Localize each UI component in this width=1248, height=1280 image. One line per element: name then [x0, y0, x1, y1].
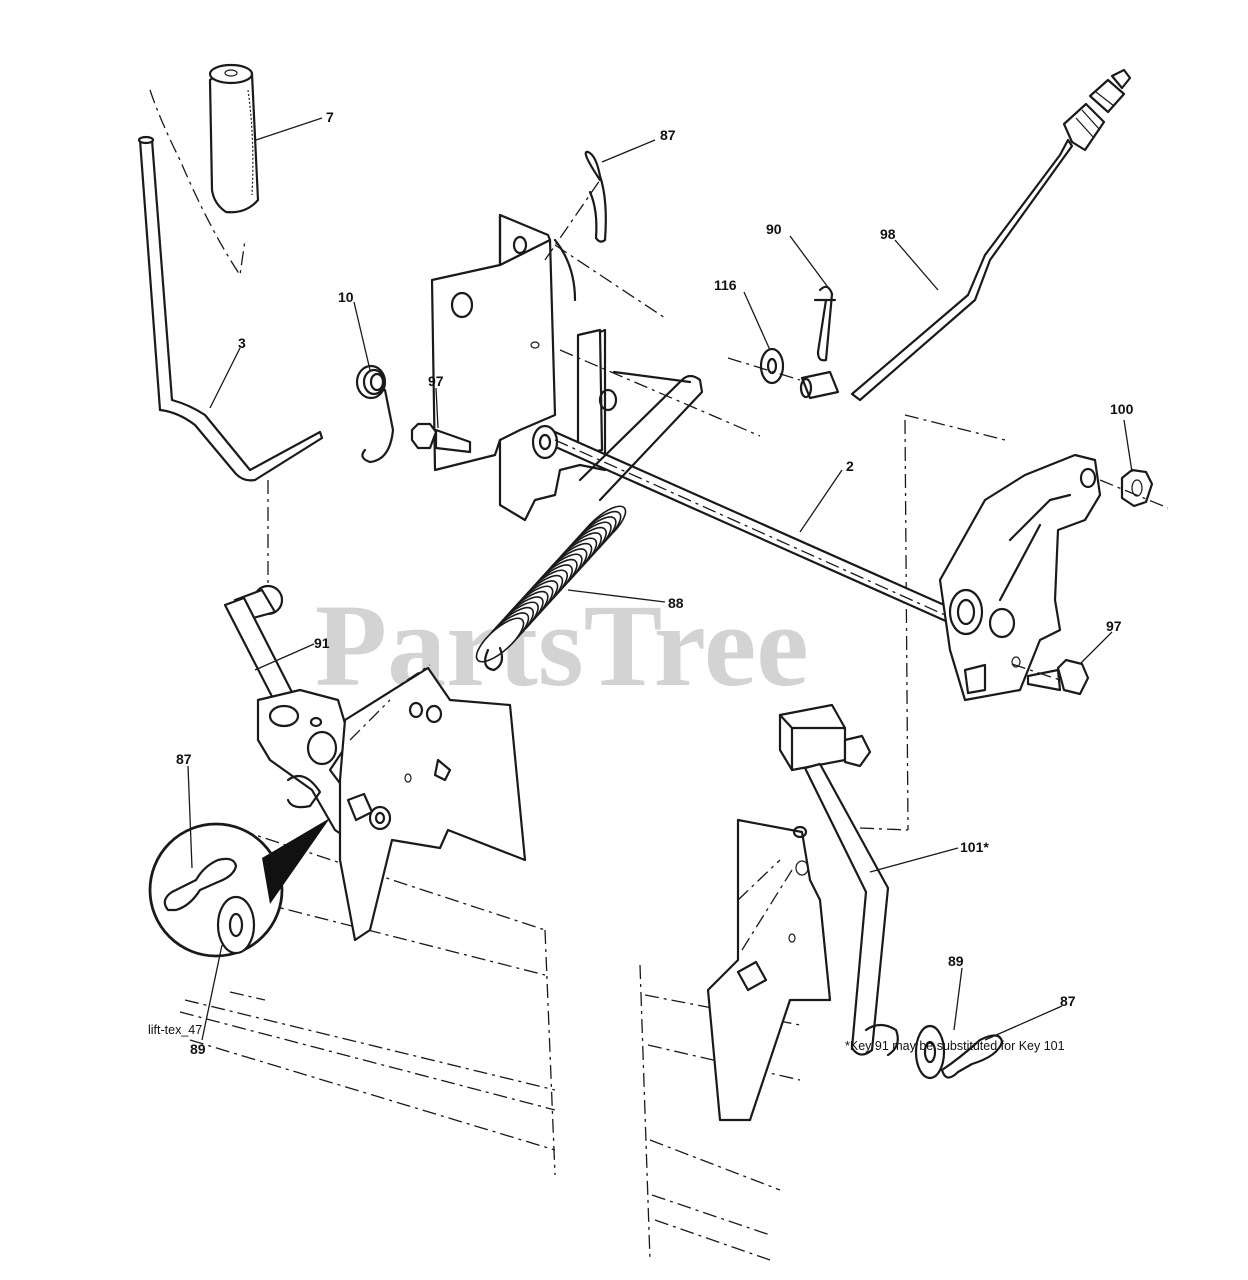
part-91-lift-arm: [223, 584, 362, 842]
part-87-clip-right: [940, 1034, 1004, 1079]
rod-collar: [799, 370, 840, 400]
callout-87-right: 87: [1060, 993, 1076, 1009]
callout-97-upper: 97: [428, 373, 444, 389]
deck-outline: [179, 414, 1006, 1261]
callout-89-detail: 89: [190, 1041, 206, 1057]
part-10-spring: [355, 364, 395, 464]
part-88-extension-spring: [475, 505, 627, 672]
part-87-clip-top: [584, 150, 607, 243]
callout-88: 88: [668, 595, 684, 611]
callout-100: 100: [1110, 401, 1134, 417]
detail-circle: [148, 818, 330, 958]
part-116-washer: [759, 347, 785, 385]
part-3-lift-lever: [137, 135, 324, 482]
deck-plate-left: [286, 664, 527, 942]
callout-87-detail: 87: [176, 751, 192, 767]
leader-lines: [187, 117, 1133, 1041]
callout-101: 101*: [960, 839, 989, 855]
pivot-bracket-right: [938, 453, 1102, 702]
part-89-washer: [914, 1024, 946, 1080]
mounting-bracket: [430, 213, 618, 522]
callout-90: 90: [766, 221, 782, 237]
part-97-bolt-upper: [410, 422, 472, 454]
part-7-handle-grip: [208, 63, 260, 214]
spring-hook: [483, 646, 504, 672]
callout-97-lower: 97: [1106, 618, 1122, 634]
callout-91: 91: [314, 635, 330, 651]
callout-98: 98: [880, 226, 896, 242]
callout-labels: 7 87 90 98 116 10 3 97 100 2 88 97 91 87…: [176, 109, 1134, 1057]
callout-116: 116: [714, 277, 737, 293]
part-97-bolt-lower: [1026, 658, 1090, 696]
callout-7: 7: [326, 109, 334, 125]
callout-87-top: 87: [660, 127, 676, 143]
part-90-clip: [813, 285, 837, 362]
diagram-code: lift-tex_47: [148, 1023, 202, 1037]
footnote: *Key 91 may be substituted for Key 101: [845, 1039, 1065, 1053]
callout-89-right: 89: [948, 953, 964, 969]
part-101-lift-arm: [778, 703, 899, 1057]
callout-2: 2: [846, 458, 854, 474]
wire-loop: [578, 370, 704, 502]
part-98-adjuster-rod: [850, 68, 1132, 402]
callout-10: 10: [338, 289, 354, 305]
callout-3: 3: [238, 335, 246, 351]
deck-plate-right: [706, 818, 832, 1122]
part-100-nut: [1120, 468, 1154, 508]
